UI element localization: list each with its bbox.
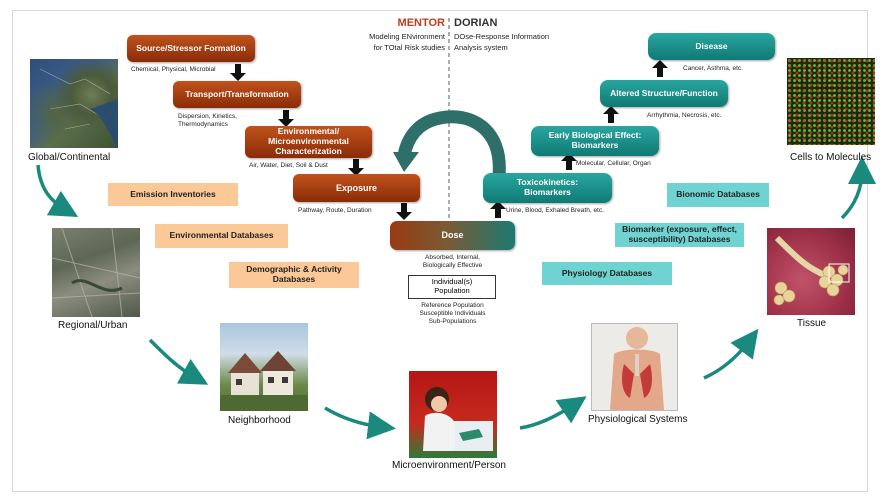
scale-arrow-2 bbox=[148, 338, 209, 385]
transport-box: Transport/Transformation bbox=[173, 81, 301, 108]
regional-urban-label: Regional/Urban bbox=[58, 320, 128, 331]
individual-line-1: Individual(s) bbox=[431, 277, 473, 286]
houses-drawing bbox=[220, 351, 308, 411]
microenvironment-person-label: Microenvironment/Person bbox=[392, 460, 506, 471]
transport-note-1: Dispersion, Kinetics, bbox=[178, 113, 237, 120]
regional-overlay bbox=[51, 227, 141, 318]
dose-note: Absorbed, Internal, Biologically Effecti… bbox=[395, 254, 510, 270]
global-continental-label: Global/Continental bbox=[28, 152, 111, 163]
physiological-systems-image bbox=[591, 323, 678, 411]
env-note: Air, Water, Diet, Soil & Dust bbox=[249, 162, 328, 169]
physiological-systems-label: Physiological Systems bbox=[588, 414, 688, 425]
population-note: Reference Population Susceptible Individ… bbox=[395, 302, 510, 325]
pop-note-1: Reference Population bbox=[421, 302, 484, 309]
env-line-3: Characterization bbox=[275, 145, 342, 156]
scale-arrow-5 bbox=[703, 328, 759, 380]
regional-satellite-image bbox=[51, 227, 141, 318]
transport-note-2: Thermodynamics bbox=[178, 120, 228, 128]
dorian-title: DORIAN bbox=[454, 17, 498, 29]
altered-note: Arrhythmia, Necrosis, etc. bbox=[647, 112, 722, 119]
transport-note: Dispersion, Kinetics, Thermodynamics bbox=[178, 113, 237, 129]
env-line-2: Microenvironmental bbox=[268, 136, 349, 147]
scale-arrow-1 bbox=[36, 164, 79, 217]
child-microenvironment-image bbox=[409, 371, 497, 458]
physiology-databases-db: Physiology Databases bbox=[542, 262, 672, 285]
dose-note-1: Absorbed, Internal, bbox=[425, 254, 480, 261]
dorian-description: DOse-Response Information Analysis syste… bbox=[454, 32, 594, 53]
mentor-sub-1: Modeling ENvironment bbox=[369, 32, 445, 41]
early-biological-effect-box: Early Biological Effect: Biomarkers bbox=[531, 126, 659, 156]
globe-satellite-image bbox=[30, 59, 118, 148]
mentor-title: MENTOR bbox=[397, 17, 445, 29]
source-note: Chemical, Physical, Microbial bbox=[131, 66, 216, 73]
exposure-note: Pathway, Route, Duration bbox=[298, 207, 372, 214]
feedback-curved-arrow bbox=[397, 110, 506, 177]
disease-note: Cancer, Asthma, etc. bbox=[683, 65, 743, 72]
dorian-sub-1: DOse-Response Information bbox=[454, 32, 550, 41]
tissue-label: Tissue bbox=[797, 318, 827, 329]
demographic-line-2: Databases bbox=[272, 274, 316, 284]
flow-arrows-left bbox=[230, 64, 412, 220]
early-line-1: Early Biological Effect: bbox=[548, 130, 642, 141]
demographic-activity-db: Demographic & Activity Databases bbox=[229, 262, 359, 288]
tox-note: Urine, Blood, Exhaled Breath, etc. bbox=[506, 207, 604, 214]
biomarker-databases-db: Biomarker (exposure, effect, susceptibil… bbox=[615, 223, 744, 247]
exposure-box: Exposure bbox=[293, 174, 420, 202]
environmental-databases-db: Environmental Databases bbox=[155, 224, 288, 248]
toxicokinetics-box: Toxicokinetics: Biomarkers bbox=[483, 173, 612, 203]
tox-line-1: Toxicokinetics: bbox=[516, 177, 579, 188]
dose-note-2: Biologically Effective bbox=[422, 261, 483, 269]
neighborhood-label: Neighborhood bbox=[228, 415, 291, 426]
body-drawing bbox=[610, 327, 664, 410]
scale-arrow-4 bbox=[519, 396, 587, 430]
tox-line-2: Biomarkers bbox=[524, 187, 571, 197]
demographic-line-1: Demographic & Activity bbox=[246, 264, 342, 275]
early-note: Molecular, Cellular, Organ bbox=[576, 160, 651, 167]
env-line-1: Environmental/ bbox=[277, 126, 340, 137]
source-stressor-box: Source/Stressor Formation bbox=[127, 35, 255, 62]
tissue-drawing bbox=[773, 235, 850, 306]
mentor-sub-2: for TOtal Risk studies bbox=[373, 42, 445, 52]
diagram-frame bbox=[12, 10, 868, 492]
individual-line-2: Population bbox=[434, 286, 470, 296]
individual-population-box: Individual(s) Population bbox=[408, 275, 496, 299]
flow-arrows-right bbox=[490, 60, 668, 218]
neighborhood-image bbox=[220, 323, 308, 411]
mentor-description: Modeling ENvironment for TOtal Risk stud… bbox=[330, 32, 445, 53]
dorian-sub-2: Analysis system bbox=[454, 42, 508, 52]
scale-arrow-3 bbox=[324, 406, 396, 440]
cells-to-molecules-label: Cells to Molecules bbox=[790, 152, 872, 163]
tissue-image bbox=[767, 228, 855, 315]
scale-arrow-6 bbox=[840, 156, 876, 220]
pop-note-2: Susceptible Individuals bbox=[419, 309, 486, 317]
map-overlay bbox=[39, 68, 118, 148]
biomarker-line-2: susceptibility) Databases bbox=[628, 234, 731, 244]
microarray-grid bbox=[787, 58, 875, 145]
dose-box: Dose bbox=[390, 221, 515, 250]
disease-box: Disease bbox=[648, 33, 775, 60]
cells-microarray-image bbox=[787, 58, 875, 145]
biomarker-line-1: Biomarker (exposure, effect, bbox=[622, 224, 737, 235]
pop-note-3: Sub-Populations bbox=[428, 317, 477, 325]
child-drawing bbox=[423, 387, 493, 451]
environmental-characterization-box: Environmental/ Microenvironmental Charac… bbox=[245, 126, 372, 158]
emission-inventories-db: Emission Inventories bbox=[108, 183, 238, 206]
altered-structure-box: Altered Structure/Function bbox=[600, 80, 728, 107]
bionomic-databases-db: Bionomic Databases bbox=[667, 183, 769, 207]
early-line-2: Biomarkers bbox=[571, 140, 619, 150]
